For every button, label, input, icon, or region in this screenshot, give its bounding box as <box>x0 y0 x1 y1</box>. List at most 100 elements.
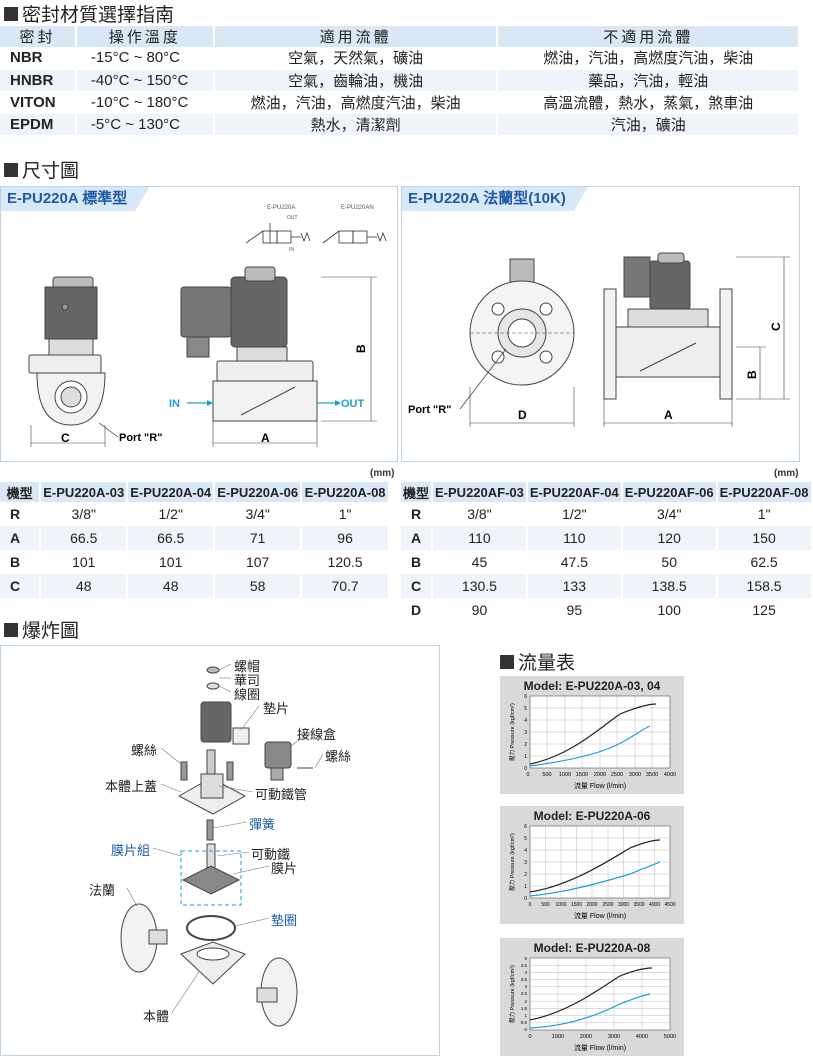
svg-text:2: 2 <box>524 742 527 748</box>
out-label: OUT <box>341 398 365 410</box>
flow-series-dark <box>529 703 657 765</box>
svg-text:2500: 2500 <box>602 902 613 908</box>
flange-front-view-icon <box>603 252 790 427</box>
svg-text:4: 4 <box>524 718 527 724</box>
in-label: IN <box>169 398 180 410</box>
dim-header: E-PU220AF-06 <box>621 482 718 502</box>
dim-header: E-PU220A-06 <box>214 482 303 502</box>
table-row: B 101 101 107 120.5 <box>0 550 390 574</box>
svg-text:0: 0 <box>524 1027 527 1032</box>
seal-temp: -40°C ~ 150°C <box>75 69 215 92</box>
flange-dim-table: 機型 E-PU220AF-03 E-PU220AF-04 E-PU220AF-0… <box>401 482 813 622</box>
dim-header: E-PU220AF-04 <box>526 482 623 502</box>
table-row: C 48 48 58 70.7 <box>0 574 390 598</box>
flow-series-cyan <box>529 993 651 1029</box>
seal-temp: -5°C ~ 130°C <box>75 113 215 136</box>
flow-xlabel: 流量 Flow (l/min) <box>574 1043 626 1052</box>
exploded-leader-lines <box>126 663 324 1015</box>
svg-text:2000: 2000 <box>580 1034 592 1040</box>
flow-ylabel: 壓力 Pressure (kgf/cm²) <box>508 833 516 891</box>
flow-chart-3: Model: E-PU220A-08 0 1000 2000 3000 4000… <box>500 938 684 1056</box>
svg-text:2500: 2500 <box>611 772 623 778</box>
svg-text:1000: 1000 <box>555 902 566 908</box>
dim-header: 機型 <box>0 482 42 502</box>
valve-front-view-icon <box>180 266 377 447</box>
dim-b-label: B <box>354 344 368 353</box>
label-diaphragm-set: 膜片組 <box>111 843 151 858</box>
seal-name: NBR <box>0 47 77 70</box>
label-nut: 螺帽 <box>234 659 261 674</box>
flow-chart-plot: 0 1000 2000 3000 4000 5000 0 0.5 1 1.5 2… <box>508 956 676 1052</box>
standard-type-tab: E-PU220A 標準型 <box>1 187 149 211</box>
dim-header: E-PU220A-03 <box>40 482 129 502</box>
svg-text:1500: 1500 <box>571 902 582 908</box>
flange-side-view-icon <box>469 258 575 427</box>
svg-text:1: 1 <box>524 754 527 760</box>
svg-text:0: 0 <box>524 896 527 902</box>
seal-header-seal: 密封 <box>0 26 77 47</box>
svg-text:500: 500 <box>541 902 550 908</box>
svg-text:3000: 3000 <box>629 772 641 778</box>
seal-unsuitable: 高溫流體，熱水，蒸氣，煞車油 <box>497 91 800 114</box>
exploded-section-title: 爆炸圖 <box>4 616 79 643</box>
table-row: VITON -10°C ~ 180°C 燃油，汽油，高燃度汽油，柴油 高溫流體，… <box>0 91 800 114</box>
svg-text:4000: 4000 <box>649 902 660 908</box>
table-row: B 45 47.5 50 62.5 <box>401 550 813 574</box>
svg-text:4: 4 <box>524 970 527 975</box>
label-o-ring: 墊圈 <box>271 913 298 928</box>
label-bonnet: 本體上蓋 <box>105 779 158 794</box>
svg-text:3000: 3000 <box>618 902 629 908</box>
label-washer: 華司 <box>234 673 261 688</box>
svg-text:2: 2 <box>524 872 527 878</box>
symbol-an-label: E-PU220AN <box>341 205 374 211</box>
dim-a-label: A <box>261 431 270 445</box>
dim-header: E-PU220AF-08 <box>716 482 813 502</box>
seal-header-temp: 操作溫度 <box>75 26 215 47</box>
seal-name: VITON <box>0 91 77 114</box>
port-label: Port "R" <box>119 432 162 444</box>
svg-text:2000: 2000 <box>586 902 597 908</box>
flange-dim-a-label: A <box>664 408 673 422</box>
standard-type-panel: E-PU220A 標準型 E-PU220A E-PU220AN OUT IN <box>0 186 398 462</box>
dim-header: E-PU220AF-03 <box>432 482 528 502</box>
flow-chart-2: Model: E-PU220A-06 0 500 1000 1500 2000 … <box>500 806 684 924</box>
svg-text:0: 0 <box>524 766 527 772</box>
table-row: EPDM -5°C ~ 130°C 熱水，清潔劑 汽油，礦油 <box>0 113 800 136</box>
svg-text:5000: 5000 <box>664 1034 676 1040</box>
seal-section-title: 密封材質選擇指南 <box>4 0 174 27</box>
svg-text:3: 3 <box>524 860 527 866</box>
dim-table-header: 機型 E-PU220A-03 E-PU220A-04 E-PU220A-06 E… <box>0 482 390 502</box>
svg-text:0: 0 <box>529 902 532 908</box>
dim-header: E-PU220A-08 <box>301 482 390 502</box>
svg-text:4500: 4500 <box>664 902 675 908</box>
square-bullet-icon <box>4 6 18 21</box>
seal-unsuitable: 藥品，汽油，輕油 <box>497 69 800 92</box>
seal-temp: -10°C ~ 180°C <box>75 91 215 114</box>
unit-label-left: (mm) <box>370 468 395 479</box>
svg-text:1000: 1000 <box>552 1034 564 1040</box>
flow-chart-1: Model: E-PU220A-03, 04 0 500 1000 1500 2… <box>500 676 684 794</box>
seal-name: HNBR <box>0 69 77 92</box>
seal-suitable: 空氣，齒輪油，機油 <box>213 69 499 92</box>
label-spring: 彈簧 <box>249 817 276 832</box>
flow-series-cyan <box>529 861 661 897</box>
flange-type-panel: E-PU220A 法蘭型(10K) D Port "R" <box>401 186 800 462</box>
seal-title-text: 密封材質選擇指南 <box>22 5 175 26</box>
dimension-section-title: 尺寸圖 <box>4 156 79 183</box>
label-flange: 法蘭 <box>89 883 116 898</box>
table-row: R 3/8" 1/2" 3/4" 1" <box>0 502 390 526</box>
label-gasket: 墊片 <box>263 701 290 716</box>
table-row: NBR -15°C ~ 80°C 空氣，天然氣，礦油 燃油，汽油，高燃度汽油，柴… <box>0 47 800 70</box>
svg-text:5: 5 <box>524 836 527 842</box>
flow-chart-title: Model: E-PU220A-08 <box>533 941 651 955</box>
square-bullet-icon <box>4 622 18 637</box>
flow-series-dark <box>529 967 653 1021</box>
flow-xlabel: 流量 Flow (l/min) <box>574 911 626 920</box>
label-body: 本體 <box>143 1009 170 1024</box>
seal-table-header: 密封 操作溫度 適用流體 不適用流體 <box>0 26 800 47</box>
label-plunger: 可動鐵 <box>251 847 291 862</box>
symbol-a-label: E-PU220A <box>267 205 295 211</box>
svg-text:2: 2 <box>524 999 527 1004</box>
exploded-parts-icon <box>120 666 313 1027</box>
svg-text:3: 3 <box>524 984 527 989</box>
